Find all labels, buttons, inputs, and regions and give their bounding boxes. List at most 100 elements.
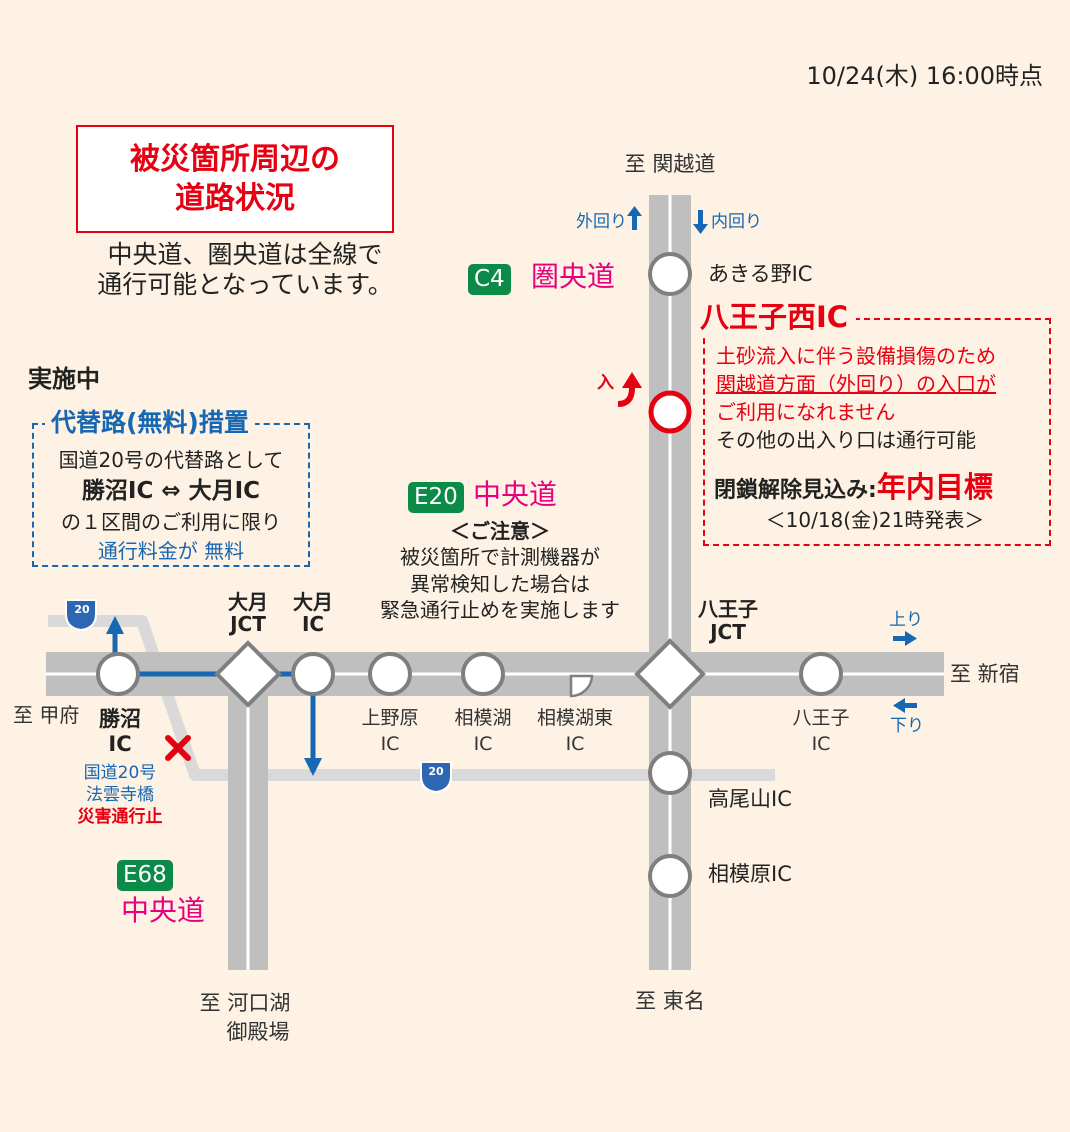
hachioji-ic-label-2: IC — [811, 732, 831, 755]
hachioji-nishi-details: 土砂流入に伴う設備損傷のため 関越道方面（外回り）の入口が ご利用になれません … — [716, 342, 996, 454]
direction-south: 至 東名 — [635, 989, 705, 1013]
hachioji-ic-label-1: 八王子 — [792, 707, 850, 729]
page-title: 被災箇所周辺の 道路状況 — [76, 125, 394, 233]
reopen-announced: ＜10/18(金)21時発表＞ — [765, 508, 985, 532]
summary-line: 通行可能となっています。 — [97, 270, 393, 299]
akiruno-ic-marker — [648, 252, 692, 296]
otsuki-ic-label-2: IC — [301, 612, 325, 636]
uenohara-ic-label: 上野原 IC — [345, 706, 435, 757]
detour-line: 通行料金が 無料 — [97, 539, 245, 564]
hachioji-nishi-line: 関越道方面（外回り）の入口が — [716, 372, 996, 396]
inner-arrow-icon — [693, 210, 708, 234]
route-20-shield-center — [420, 761, 452, 794]
sagamihara-ic-label: 相模原IC — [708, 862, 792, 886]
e20-route-badge: E20 — [408, 482, 464, 513]
closure-line: 国道20号 — [83, 763, 157, 783]
entry-label: 入 — [597, 373, 614, 393]
hachioji-nishi-box — [703, 318, 1051, 546]
katsunuma-ic-marker — [96, 652, 140, 696]
notice-line: 緊急通行止めを実施します — [380, 598, 620, 623]
detour-line: 勝沼IC ⇔ 大月IC — [81, 478, 261, 504]
direction-southwest-2: 御殿場 — [226, 1020, 290, 1045]
hachioji-ic-marker — [799, 652, 843, 696]
e68-route-name: 中央道 — [121, 894, 206, 927]
entry-arrow-icon — [617, 372, 642, 407]
lane-inner: 内回り — [711, 212, 762, 232]
detour-heading: 代替路(無料)措置 — [45, 408, 255, 438]
notice-heading: ＜ご注意＞ — [450, 519, 550, 543]
direction-west: 至 甲府 — [13, 703, 80, 727]
down-arrow-icon — [893, 698, 917, 713]
route-20-number-center: 20 — [428, 765, 444, 778]
detour-status: 実施中 — [28, 365, 100, 393]
detour-line: 国道20号の代替路として — [58, 448, 284, 472]
akiruno-ic-label: あきる野IC — [708, 262, 813, 286]
otsuki-jct-label: 大月 JCT — [200, 591, 296, 635]
hachioji-jct-label: 八王子 JCT — [670, 598, 786, 644]
sagamiko-ic-label-2: IC — [473, 732, 493, 755]
ken-o-expressway — [649, 195, 691, 970]
sagamiko-ic-marker — [461, 652, 505, 696]
sagamiko-east-ic-label-1: 相模湖東 — [536, 707, 613, 729]
hachioji-nishi-ic-marker — [648, 390, 692, 434]
katsunuma-ic-label-1: 勝沼 — [99, 707, 141, 731]
sagamihara-ic-marker — [648, 854, 692, 898]
sagamiko-east-ic-label-2: IC — [565, 732, 585, 755]
reopen-estimate: 閉鎖解除見込み:年内目標 — [714, 470, 993, 505]
hachioji-jct-marker — [634, 638, 706, 710]
notice-line: 被災箇所で計測機器が — [400, 545, 600, 570]
takaosan-ic-marker — [648, 751, 692, 795]
takaosan-ic-label: 高尾山IC — [708, 787, 792, 811]
reopen-target: 年内目標 — [876, 470, 993, 504]
sagamiko-east-ic-marker — [569, 674, 594, 698]
timestamp: 10/24(木) 16:00時点 — [806, 62, 1043, 90]
sagamiko-ic-label-1: 相模湖 — [454, 707, 512, 729]
hachioji-nishi-other: その他の出入り口は通行可能 — [716, 428, 976, 452]
detour-details: 国道20号の代替路として 勝沼IC ⇔ 大月IC の１区間のご利用に限り 通行料… — [32, 446, 310, 566]
hachioji-nishi-line: 土砂流入に伴う設備損傷のため — [716, 344, 996, 368]
direction-southwest-1: 至 河口湖 — [199, 991, 291, 1015]
uenohara-ic-label-1: 上野原 — [361, 707, 419, 729]
katsunuma-ic-label: 勝沼 IC — [80, 707, 160, 757]
sagamiko-ic-label: 相模湖 IC — [438, 706, 528, 757]
e68-chuo-expressway — [228, 674, 268, 970]
outer-arrow-icon — [627, 206, 642, 230]
closure-line: 法雲寺橋 — [86, 785, 154, 806]
c4-route-name: 圏央道 — [531, 260, 616, 293]
hachioji-jct-label-1: 八王子 — [698, 597, 758, 621]
route-20-number-west: 20 — [74, 603, 90, 616]
direction-southwest: 至 河口湖 御殿場 — [180, 989, 310, 1048]
sagamiko-east-ic-label: 相模湖東 IC — [520, 706, 630, 757]
closure-status: 災害通行止 — [77, 807, 163, 828]
closure-note: 国道20号 法雲寺橋 災害通行止 — [55, 762, 185, 828]
e20-route-name: 中央道 — [473, 478, 558, 511]
hachioji-nishi-ic-label: 八王子西IC — [698, 300, 857, 335]
direction-north: 至 関越道 — [624, 152, 716, 176]
lane-down: 下り — [890, 716, 924, 736]
direction-east: 至 新宿 — [950, 662, 1020, 686]
detour-line: の１区間のご利用に限り — [61, 510, 281, 535]
otsuki-jct-label-1: 大月 — [228, 590, 268, 614]
route-20-shield-west — [65, 599, 97, 632]
lane-outer: 外回り — [576, 212, 627, 232]
otsuki-jct-marker — [214, 640, 282, 708]
hachioji-jct-label-2: JCT — [710, 620, 746, 644]
notice-line: 異常検知した場合は — [410, 571, 590, 596]
notice: ＜ご注意＞ 被災箇所で計測機器が 異常検知した場合は 緊急通行止めを実施します — [355, 518, 645, 624]
c4-route-badge: C4 — [468, 264, 511, 295]
reopen-label: 閉鎖解除見込み: — [714, 478, 877, 503]
katsunuma-ic-label-2: IC — [108, 732, 132, 757]
otsuki-ic-label-1: 大月 — [293, 590, 333, 614]
otsuki-ic-label: 大月 IC — [273, 591, 353, 635]
lane-up: 上り — [889, 610, 923, 630]
otsuki-ic-marker — [291, 652, 335, 696]
uenohara-ic-marker — [368, 652, 412, 696]
summary-line: 中央道、圏央道は全線で — [107, 240, 383, 269]
summary: 中央道、圏央道は全線で 通行可能となっています。 — [60, 240, 430, 300]
e68-route-badge: E68 — [117, 860, 173, 891]
up-arrow-icon — [893, 631, 917, 646]
uenohara-ic-label-2: IC — [380, 732, 400, 755]
hachioji-nishi-line: ご利用になれません — [716, 400, 896, 424]
